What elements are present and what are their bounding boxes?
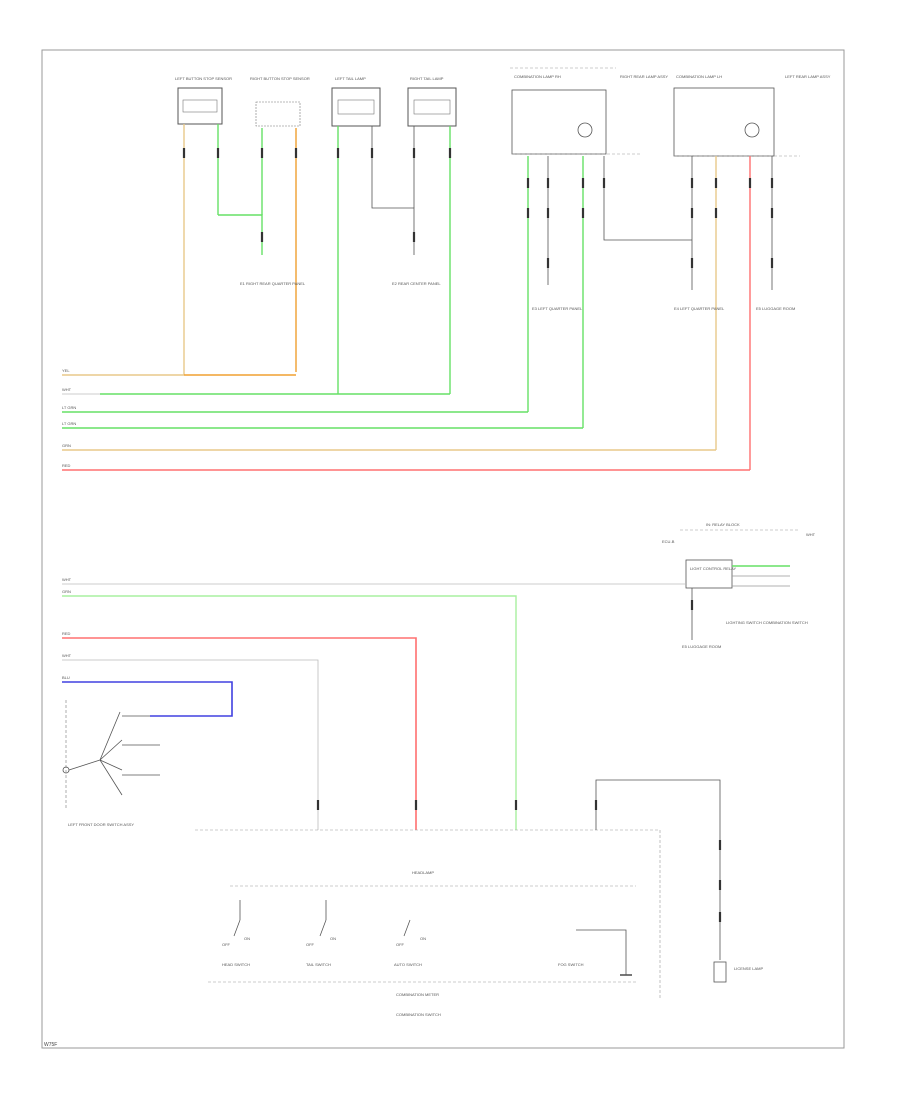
bus5-label: GRN: [62, 443, 71, 448]
relay-title: IN: RELAY BLOCK: [706, 522, 740, 527]
ground-e5-label: E5 LUGGAGE ROOM: [756, 306, 795, 311]
ground-e1: E1 RIGHT REAR QUARTER PANEL: [240, 281, 306, 286]
sw3-on: ON: [420, 936, 426, 941]
right-tail-lamp: RIGHT TAIL LAMP: [407, 76, 457, 127]
connector-ticks-top: [182, 148, 774, 268]
left-tail-lamp: LEFT TAIL LAMP: [331, 76, 381, 127]
sw1-label: HEAD SWITCH: [222, 962, 250, 967]
right-stop-sensor: RIGHT BUTTON STOP SENSOR: [250, 76, 310, 127]
sw2-label: TAIL SWITCH: [306, 962, 331, 967]
top-wires: [183, 124, 773, 470]
license-lamp-label: LICENSE LAMP: [734, 966, 763, 971]
combi-meter-label: COMBINATION METER: [396, 992, 439, 997]
ground-e5: E5 LUGGAGE ROOM: [756, 306, 795, 311]
bus-wires: [62, 374, 750, 471]
sw1-on: ON: [244, 936, 250, 941]
sw2-on: ON: [330, 936, 336, 941]
relay-wire-label: WHT: [806, 532, 816, 537]
relay-box-label: LIGHT CONTROL RELAY: [690, 566, 736, 571]
relay-side-note: LIGHTING SWITCH COMBINATION SWITCH: [726, 620, 808, 625]
combination-lamp-rh: COMBINATION LAMP RH RIGHT REAR LAMP ASSY: [510, 67, 668, 155]
right-tail-lamp-label: RIGHT TAIL LAMP: [410, 76, 444, 81]
ground-e4-label: E4 LEFT QUARTER PANEL: [674, 306, 725, 311]
mid5-label: BLU: [62, 675, 70, 680]
left-rear-label: LEFT REAR LAMP ASSY: [785, 74, 831, 79]
ground-e3: E3 LEFT QUARTER PANEL: [532, 306, 583, 311]
bus6-label: RED: [62, 463, 71, 468]
bus-labels: YEL WHT LT GRN LT GRN GRN RED: [62, 368, 76, 468]
sw2-off: OFF: [306, 942, 315, 947]
middle-wires: [62, 583, 686, 830]
ground-e2: E2 REAR CENTER PANEL: [392, 281, 441, 286]
combi-switch-label: COMBINATION SWITCH: [396, 1012, 441, 1017]
left-stop-sensor: LEFT BUTTON STOP SENSOR: [175, 76, 232, 125]
switch-panel: HEADLAMP OFF ON HEAD SWITCH OFF ON TAIL …: [208, 870, 636, 1017]
mid1-label: WHT: [62, 577, 72, 582]
ground-e4: E4 LEFT QUARTER PANEL: [674, 306, 725, 311]
bus4-label: LT GRN: [62, 421, 76, 426]
combination-meter-bus: [195, 779, 721, 1000]
ground-e2-label: E2 REAR CENTER PANEL: [392, 281, 441, 286]
combination-lamp-lh: COMBINATION LAMP LH LEFT REAR LAMP ASSY: [673, 74, 831, 157]
sw3-label: AUTO SWITCH: [394, 962, 422, 967]
mid3-label: RED: [62, 631, 71, 636]
license-lamp: LICENSE LAMP: [713, 961, 763, 983]
sw4-label: FOG SWITCH: [558, 962, 584, 967]
mid4-label: WHT: [62, 653, 72, 658]
bus1-label: YEL: [62, 368, 70, 373]
left-stop-sensor-label: LEFT BUTTON STOP SENSOR: [175, 76, 232, 81]
relay-fuse-note: ECU-B: [662, 539, 675, 544]
right-rear-label: RIGHT REAR LAMP ASSY: [620, 74, 668, 79]
sw1-off: OFF: [222, 942, 231, 947]
door-switch-label: LEFT FRONT DOOR SWITCH ASSY: [68, 822, 134, 827]
ground-e3-label: E3 LEFT QUARTER PANEL: [532, 306, 583, 311]
page-id: W75F: [44, 1042, 57, 1048]
right-stop-sensor-label: RIGHT BUTTON STOP SENSOR: [250, 76, 310, 81]
bus3-label: LT GRN: [62, 405, 76, 410]
diagram-border: [41, 49, 845, 1049]
relay-ground-label: E5 LUGGAGE ROOM: [682, 644, 721, 649]
left-tail-lamp-label: LEFT TAIL LAMP: [335, 76, 366, 81]
door-switch-assy: [62, 700, 160, 810]
relay-block: IN: RELAY BLOCK WHT ECU-B LIGHT CONTROL …: [662, 522, 816, 649]
ground-e1-label: E1 RIGHT REAR QUARTER PANEL: [240, 281, 306, 286]
combi-rh-label: COMBINATION LAMP RH: [514, 74, 561, 79]
mid2-label: GRN: [62, 589, 71, 594]
headlamp-switch-label: HEADLAMP: [412, 870, 434, 875]
combi-lh-label: COMBINATION LAMP LH: [676, 74, 722, 79]
middle-wire-labels: WHT GRN RED WHT BLU: [62, 577, 72, 680]
bus2-label: WHT: [62, 387, 72, 392]
sw3-off: OFF: [396, 942, 405, 947]
connector-ticks-bottom: [316, 800, 722, 922]
